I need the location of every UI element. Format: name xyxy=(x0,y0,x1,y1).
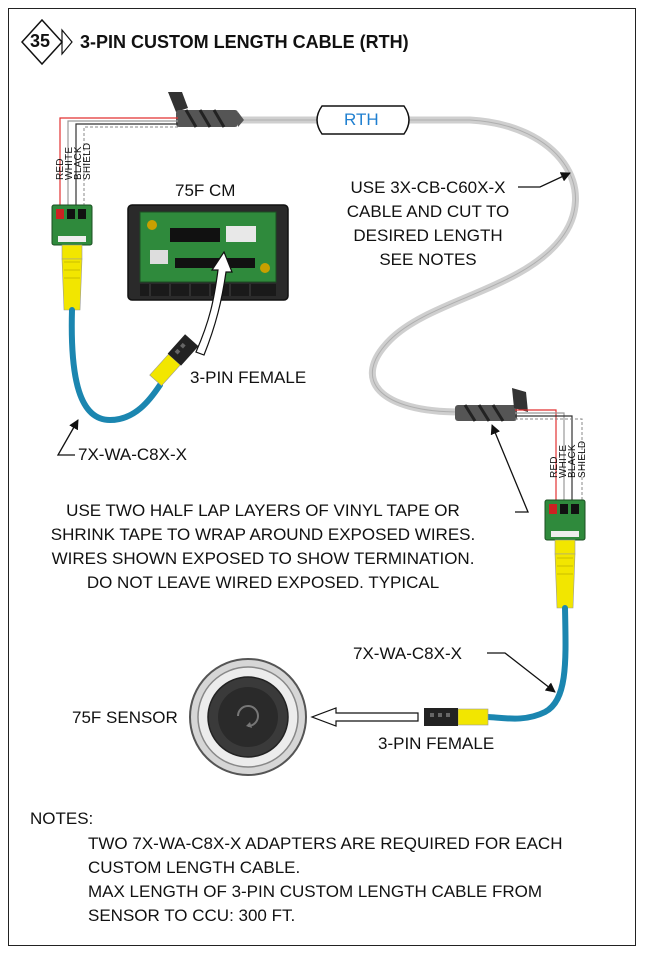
left-adapter xyxy=(51,204,93,311)
75f-sensor xyxy=(189,658,307,776)
left-blue-cable xyxy=(68,307,163,424)
cm-label: 75F CM xyxy=(175,181,236,200)
cable-callout-leader xyxy=(518,172,571,188)
tape-note-line-2: SHRINK TAPE TO WRAP AROUND EXPOSED WIRES… xyxy=(50,525,476,544)
rth-label: RTH xyxy=(344,110,379,129)
bottom-3pin-female xyxy=(424,708,489,726)
step-badge-diamond xyxy=(20,18,64,66)
step-number: 35 xyxy=(30,31,51,51)
right-blue-cable xyxy=(485,605,569,722)
bottom-tape-wrap xyxy=(455,388,528,422)
tape-note-leader xyxy=(490,424,529,513)
right-adapter-label: 7X-WA-C8X-X xyxy=(353,644,462,663)
top-female-label: 3-PIN FEMALE xyxy=(190,368,307,387)
notes-line-3: MAX LENGTH OF 3-PIN CUSTOM LENGTH CABLE … xyxy=(88,882,543,901)
75f-cm-device xyxy=(127,204,289,301)
top-exposed-wires xyxy=(59,117,178,205)
step-badge-arrow xyxy=(61,28,73,56)
cable-callout-line-4: SEE NOTES xyxy=(379,250,477,269)
notes-line-1: TWO 7X-WA-C8X-X ADAPTERS ARE REQUIRED FO… xyxy=(88,834,563,853)
notes-line-4: SENSOR TO CCU: 300 FT. xyxy=(88,906,296,925)
tape-note-line-3: WIRES SHOWN EXPOSED TO SHOW TERMINATION. xyxy=(51,549,475,568)
page-title: 3-PIN CUSTOM LENGTH CABLE (RTH) xyxy=(80,32,409,52)
right-adapter-leader xyxy=(487,652,556,693)
notes-line-2: CUSTOM LENGTH CABLE. xyxy=(88,858,301,877)
bottom-female-label: 3-PIN FEMALE xyxy=(378,734,495,753)
rth-label-tag xyxy=(316,105,410,135)
cm-insert-arrow xyxy=(195,250,233,356)
wire-label-shield-top: SHIELD xyxy=(82,142,93,180)
sensor-label: 75F SENSOR xyxy=(72,708,178,727)
notes-heading: NOTES: xyxy=(30,809,94,828)
diagram-frame xyxy=(8,8,636,946)
left-adapter-label: 7X-WA-C8X-X xyxy=(78,445,187,464)
wire-label-shield-bottom: SHIELD xyxy=(577,440,588,478)
tape-note-line-1: USE TWO HALF LAP LAYERS OF VINYL TAPE OR xyxy=(66,501,460,520)
right-adapter xyxy=(544,499,586,609)
left-adapter-leader xyxy=(56,419,79,456)
cable-callout-line-2: CABLE AND CUT TO xyxy=(346,202,510,221)
bottom-exposed-wires xyxy=(515,409,583,500)
tape-note-line-4: DO NOT LEAVE WIRED EXPOSED. TYPICAL xyxy=(86,573,440,592)
top-3pin-female xyxy=(149,334,199,387)
top-tape-wrap xyxy=(168,92,244,128)
cable-callout-line-3: DESIRED LENGTH xyxy=(353,226,503,245)
sensor-insert-arrow xyxy=(310,707,419,727)
cable-callout-line-1: USE 3X-CB-C60X-X xyxy=(350,178,506,197)
